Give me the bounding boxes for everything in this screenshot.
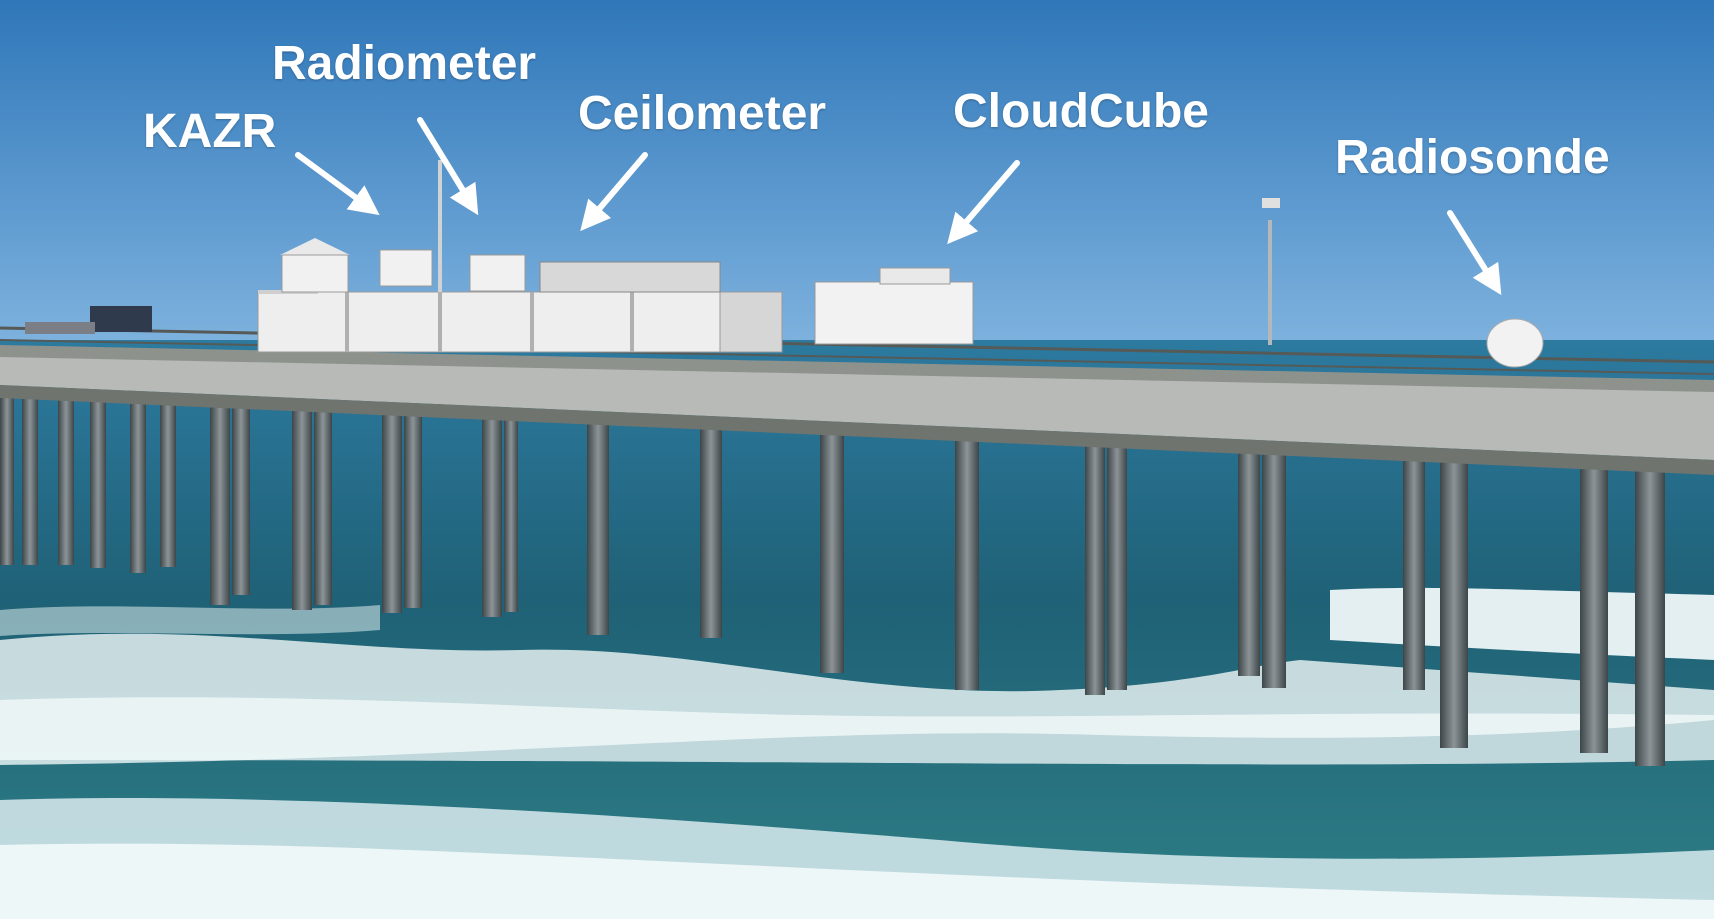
radiosonde-arrow — [1447, 210, 1502, 296]
surf-waves — [0, 587, 1714, 919]
kazr-label: KAZR — [143, 105, 277, 158]
cloudcube-arrow — [947, 160, 1020, 245]
ceilometer-label: Ceilometer — [578, 87, 827, 140]
pier-pilings — [0, 385, 1665, 766]
instrument-containers — [25, 160, 1544, 368]
ceilometer-arrow — [580, 152, 648, 232]
pier-deck — [0, 326, 1714, 475]
radiosonde-label: Radiosonde — [1335, 131, 1610, 184]
radiometer-arrow — [417, 117, 479, 216]
kazr-arrow — [295, 152, 380, 216]
label-arrows — [295, 117, 1502, 296]
radiometer-label: Radiometer — [272, 37, 537, 90]
cloudcube-label: CloudCube — [953, 85, 1209, 138]
